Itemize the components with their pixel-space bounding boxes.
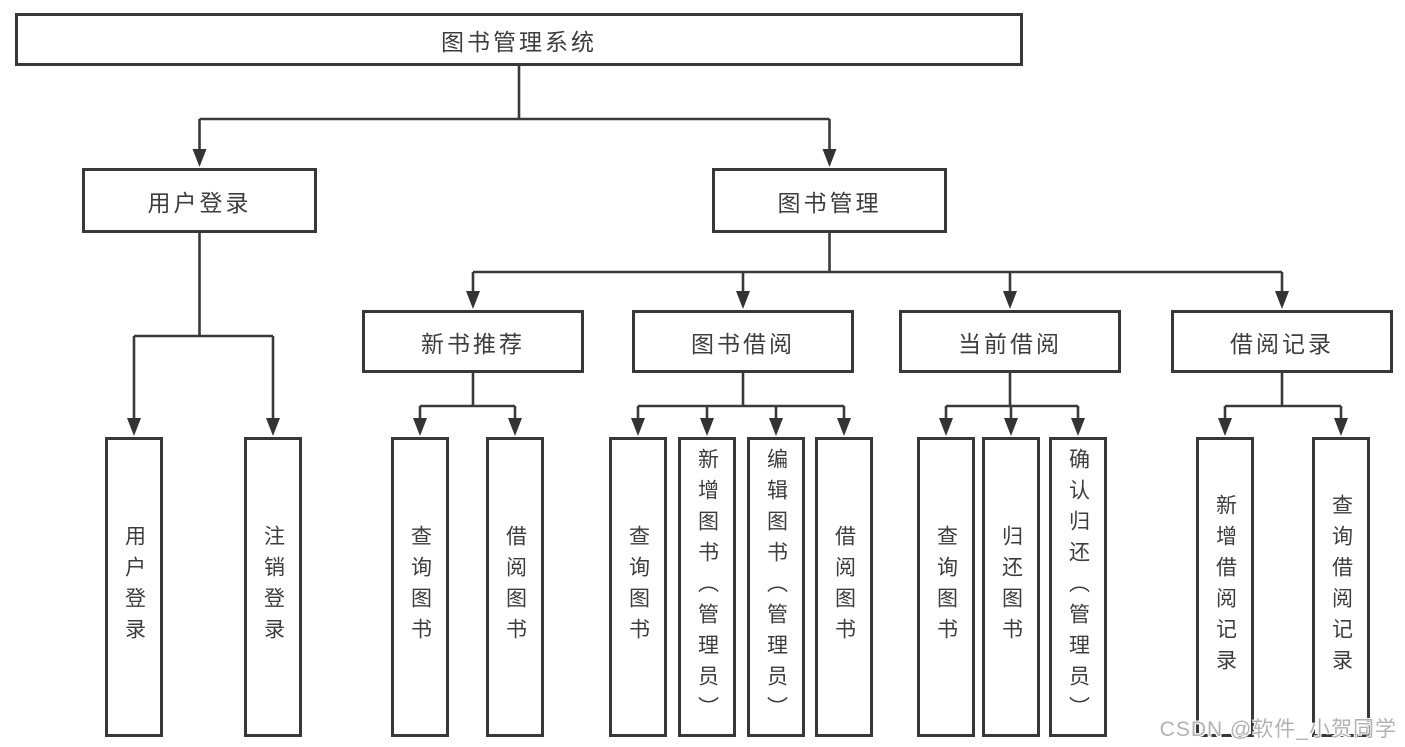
node-book-management: 图书管理 xyxy=(712,168,947,233)
leaf-add-books-admin: 新增图书（管理员） xyxy=(678,437,736,737)
leaf-add-borrow-record: 新增借阅记录 xyxy=(1196,437,1254,737)
arrowhead xyxy=(1003,291,1017,309)
leaf-logout-login: 注销登录 xyxy=(244,437,302,737)
leaf-borrow-books-recommend: 借阅图书 xyxy=(486,437,544,737)
node-label: 图书管理系统 xyxy=(441,28,597,55)
node-user-login: 用户登录 xyxy=(82,168,317,233)
node-label: 借阅记录 xyxy=(1230,330,1334,357)
leaf-query-books-recommend: 查询图书 xyxy=(391,437,449,737)
node-label: 图书管理 xyxy=(777,189,882,216)
connector-borrowing-records-children xyxy=(1218,373,1348,436)
node-borrowing-records: 借阅记录 xyxy=(1171,310,1393,373)
leaf-user-login: 用户登录 xyxy=(105,437,163,737)
arrowhead xyxy=(1218,418,1232,436)
node-label: 图书借阅 xyxy=(691,330,795,357)
leaf-label: 查询图书 xyxy=(934,525,958,649)
arrowhead xyxy=(127,418,141,436)
node-label: 新书推荐 xyxy=(421,330,525,357)
arrowhead xyxy=(631,418,645,436)
arrowhead xyxy=(1334,418,1348,436)
leaf-borrow-books-borrowing: 借阅图书 xyxy=(815,437,873,737)
leaf-confirm-return-admin: 确认归还（管理员） xyxy=(1049,437,1107,737)
leaf-label: 查询借阅记录 xyxy=(1329,494,1353,680)
arrowhead xyxy=(736,291,750,309)
leaf-return-books: 归还图书 xyxy=(982,437,1040,737)
connector-current-borrowing-children xyxy=(939,373,1085,436)
leaf-label: 查询图书 xyxy=(626,525,650,649)
arrowhead xyxy=(413,418,427,436)
leaf-query-books-current: 查询图书 xyxy=(917,437,975,737)
arrowhead xyxy=(822,149,837,167)
arrowhead xyxy=(1071,418,1085,436)
leaf-label: 编辑图书（管理员） xyxy=(764,447,788,727)
connector-new-book-recommend-children xyxy=(413,373,522,436)
connector-root-to-level2 xyxy=(192,66,837,167)
node-label: 当前借阅 xyxy=(958,330,1062,357)
node-label: 用户登录 xyxy=(147,189,252,216)
connector-book-management-children xyxy=(466,233,1289,309)
arrowhead xyxy=(266,418,280,436)
node-current-borrowing: 当前借阅 xyxy=(899,310,1121,373)
leaf-label: 借阅图书 xyxy=(832,525,856,649)
leaf-label: 新增图书（管理员） xyxy=(695,447,719,727)
node-library-system: 图书管理系统 xyxy=(15,13,1023,66)
arrowhead xyxy=(700,418,714,436)
watermark: CSDN @软件_小贺同学 xyxy=(1159,718,1397,741)
arrowhead xyxy=(1275,291,1289,309)
leaf-label: 归还图书 xyxy=(999,525,1023,649)
arrowhead xyxy=(837,418,851,436)
arrowhead xyxy=(1004,418,1018,436)
arrowhead xyxy=(192,149,207,167)
leaf-query-borrow-record: 查询借阅记录 xyxy=(1312,437,1370,737)
leaf-edit-books-admin: 编辑图书（管理员） xyxy=(747,437,805,737)
arrowhead xyxy=(508,418,522,436)
connector-book-borrowing-children xyxy=(631,373,851,436)
leaf-query-books-borrowing: 查询图书 xyxy=(609,437,667,737)
leaf-label: 用户登录 xyxy=(122,525,146,649)
leaf-label: 借阅图书 xyxy=(503,525,527,649)
arrowhead xyxy=(939,418,953,436)
arrowhead xyxy=(466,291,480,309)
leaf-label: 确认归还（管理员） xyxy=(1066,447,1090,727)
leaf-label: 注销登录 xyxy=(261,525,285,649)
node-new-book-recommend: 新书推荐 xyxy=(362,310,584,373)
leaf-label: 查询图书 xyxy=(408,525,432,649)
arrowhead xyxy=(769,418,783,436)
leaf-label: 新增借阅记录 xyxy=(1213,494,1237,680)
connector-user-login-children xyxy=(127,233,280,436)
node-book-borrowing: 图书借阅 xyxy=(632,310,854,373)
